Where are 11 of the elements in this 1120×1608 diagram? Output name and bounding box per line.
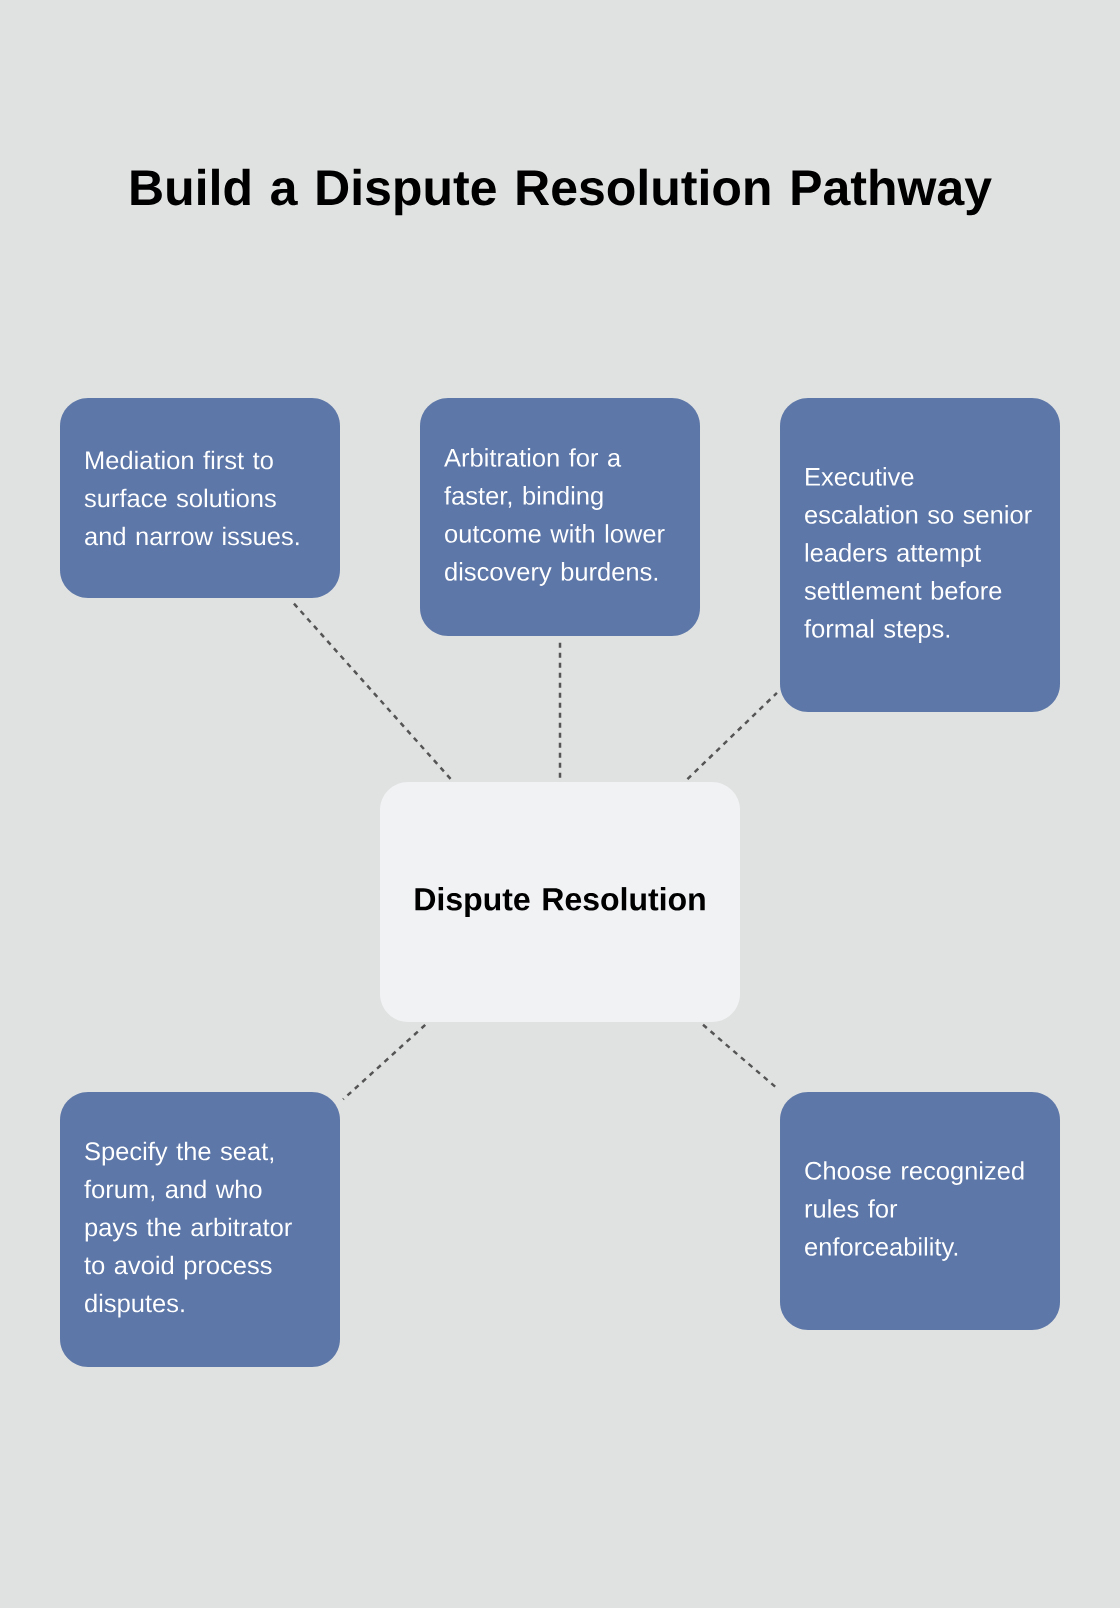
topic-box: Mediation first to surface solutions and narrow issues. xyxy=(60,398,340,598)
connector xyxy=(290,600,452,780)
connector xyxy=(558,640,562,778)
topic-box: Specify the seat, forum, and who pays the arbitrator to avoid process disputes. xyxy=(60,1092,340,1367)
connector xyxy=(342,1023,427,1101)
topic-box: Choose recognized rules for enforceability. xyxy=(780,1092,1060,1330)
topic-box: Arbitration for a faster, binding outcome with lower discovery burdens. xyxy=(420,398,700,636)
topic-box: Executive escalation so senior leaders attempt settlement before formal steps. xyxy=(780,398,1060,712)
connector xyxy=(686,692,778,780)
title: Build a Dispute Resolution Pathway xyxy=(131,168,992,216)
center-box: Dispute Resolution xyxy=(380,782,740,1022)
